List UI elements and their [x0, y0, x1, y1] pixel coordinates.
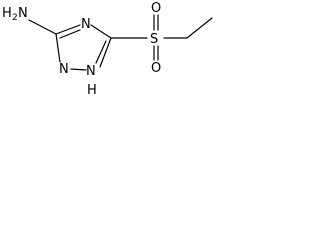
bond-c5-n1-second: [95, 40, 107, 64]
bond-n1-n2: [70, 68, 87, 71]
bond-ch2-ch3: [186, 17, 213, 39]
amine-h-label: H: [2, 6, 12, 21]
atom-labels: H 2 N N N H N S O O: [2, 1, 161, 98]
ring-n-top-label: N: [81, 17, 91, 32]
chemical-structure: H 2 N N N H N S O O: [2, 1, 213, 98]
bond-nh2-c3: [28, 19, 57, 35]
bonds: [28, 14, 213, 71]
oxygen-top-label: O: [151, 1, 161, 16]
bond-n4-c5: [90, 24, 112, 39]
sulfur-label: S: [150, 32, 158, 47]
bond-n2-c3: [55, 33, 61, 63]
bond-c3-n4-second: [59, 29, 81, 39]
amine-n-label: N: [18, 6, 28, 21]
bond-c5-n1: [99, 37, 112, 68]
ring-nh-h-label: H: [87, 83, 97, 98]
oxygen-bottom-label: O: [151, 61, 161, 76]
bond-c3-n4: [55, 24, 81, 35]
ring-nh-n-label: N: [86, 64, 96, 79]
ring-n-left-label: N: [59, 62, 69, 77]
amine-h-subscript: 2: [12, 13, 18, 23]
